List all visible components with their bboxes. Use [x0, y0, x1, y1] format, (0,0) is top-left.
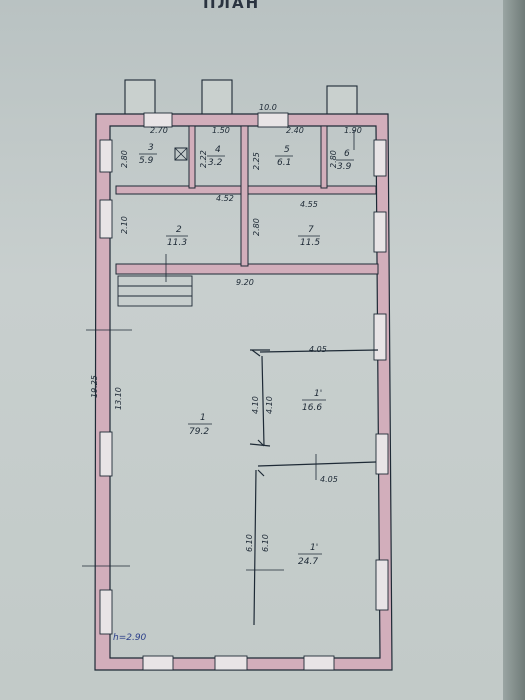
- room-area: 24.7: [298, 557, 318, 567]
- window: [142, 655, 174, 671]
- window: [214, 655, 248, 671]
- window: [99, 139, 113, 173]
- dim-r1b-right: 6.10: [261, 534, 270, 552]
- room-area: 79.2: [189, 427, 209, 437]
- dim-r4-width: 1.50: [212, 126, 230, 135]
- dim-r4-height: 2.22: [199, 150, 208, 168]
- dim-r6-height: 2.80: [329, 150, 338, 168]
- dim-partition-top: 4.05: [309, 345, 327, 354]
- room-number: 7: [308, 225, 314, 235]
- chimney: [326, 85, 358, 117]
- room-area: 6.1: [277, 158, 291, 168]
- room-area: 11.5: [300, 238, 320, 248]
- wall: [320, 125, 328, 189]
- sheet-edge: [503, 0, 525, 700]
- stairs: [117, 275, 193, 307]
- dim-corridor-width: 9.20: [236, 278, 254, 287]
- room-number: 1': [314, 389, 322, 399]
- window: [303, 655, 335, 671]
- dim-r3-height: 2.80: [120, 150, 129, 168]
- dim-top-width: 10.0: [259, 103, 277, 112]
- inner-walls: [115, 125, 379, 275]
- room-number: 5: [284, 145, 290, 155]
- room-number: 1': [310, 543, 318, 553]
- dim-r1a-right: 4.10: [265, 396, 274, 414]
- plan-title: ПЛАН: [203, 0, 261, 12]
- wall: [240, 125, 249, 267]
- dim-total-length: 19.25: [90, 375, 99, 398]
- dim-partition-mid: 4.05: [320, 475, 338, 484]
- wall: [188, 125, 196, 189]
- dim-r7-height: 2.80: [252, 218, 261, 236]
- window: [373, 139, 387, 177]
- windows: [99, 112, 389, 671]
- chimney: [124, 79, 156, 117]
- room-number: 3: [148, 143, 154, 153]
- chimney: [201, 79, 233, 117]
- dim-r2-height: 2.10: [120, 216, 129, 234]
- window: [375, 433, 389, 475]
- room-number: 2: [176, 225, 182, 235]
- dim-r3-width: 2.70: [150, 126, 168, 135]
- dim-r1a-left: 4.10: [251, 396, 260, 414]
- dim-r7-width: 4.55: [300, 200, 318, 209]
- room-area: 11.3: [167, 238, 187, 248]
- window: [99, 199, 113, 239]
- window: [373, 313, 387, 361]
- room-area: 3.2: [208, 158, 223, 168]
- dim-r5-height: 2.25: [252, 152, 261, 170]
- room-area: 5.9: [139, 156, 154, 166]
- room-area: 16.6: [302, 403, 322, 413]
- window: [99, 431, 113, 477]
- dim-r5-width: 2.40: [286, 126, 304, 135]
- partitions: [249, 349, 379, 626]
- window: [143, 112, 173, 128]
- window: [257, 112, 289, 128]
- room-number: 4: [215, 145, 221, 155]
- dim-hall-length: 13.10: [114, 387, 123, 410]
- room-number: 6: [344, 149, 350, 159]
- dim-r1b-left: 6.10: [245, 534, 254, 552]
- dim-r2-width: 4.52: [216, 194, 234, 203]
- dimension-lines: [82, 130, 355, 571]
- dim-r6-width: 1.90: [344, 126, 362, 135]
- room-area: 3.9: [337, 162, 352, 172]
- chimneys: [124, 79, 358, 117]
- window: [99, 589, 113, 635]
- window: [373, 211, 387, 253]
- window: [375, 559, 389, 611]
- stove-icon: [174, 147, 188, 161]
- room-number: 1: [200, 413, 206, 423]
- ceiling-height: h=2.90: [113, 633, 147, 643]
